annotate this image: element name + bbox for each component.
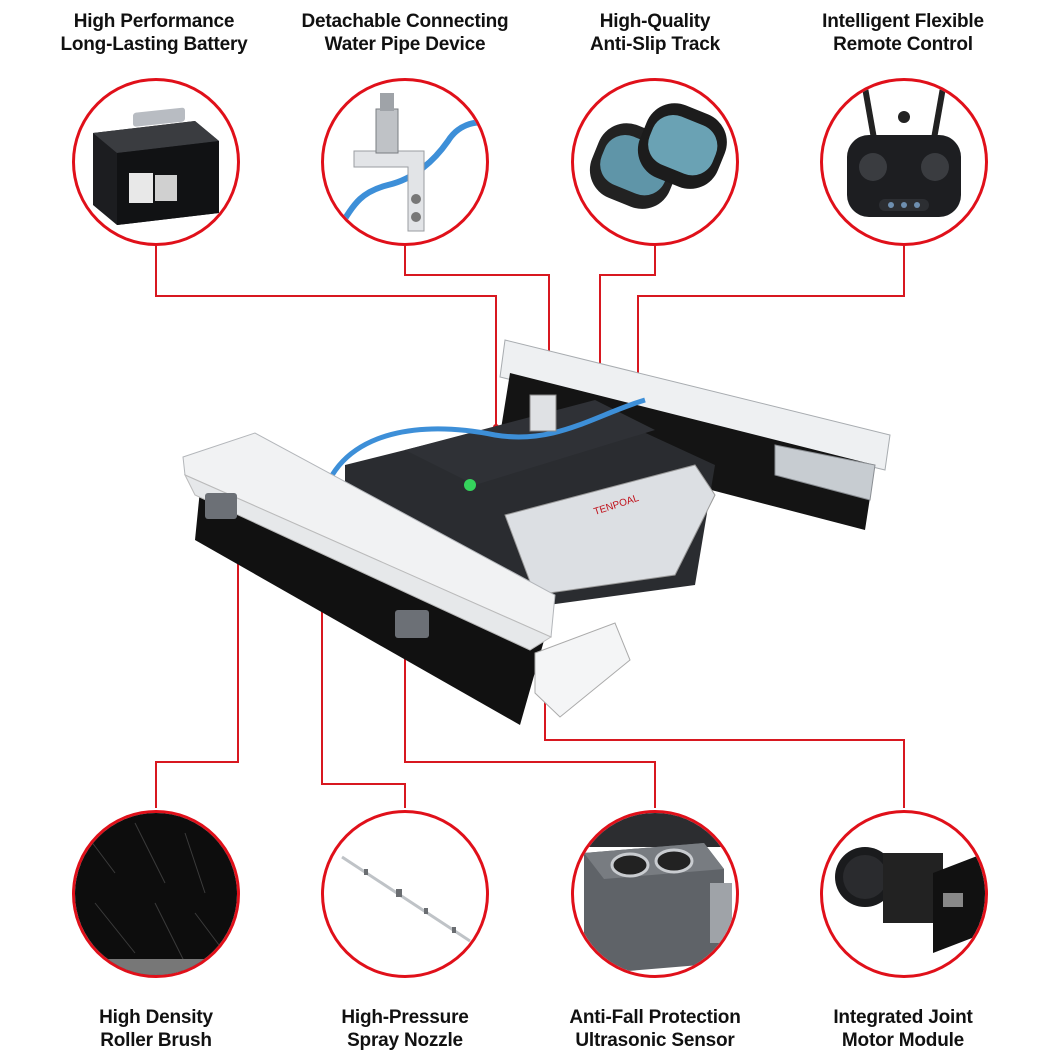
remote-control-icon (847, 88, 961, 217)
circle-roller-brush (72, 810, 240, 978)
circle-motor-module (820, 810, 988, 978)
circle-track (571, 78, 739, 246)
track-icon (589, 103, 727, 209)
motor-module-icon (835, 847, 985, 953)
circle-remote-control (820, 78, 988, 246)
label-water-pipe: Detachable Connecting Water Pipe Device (301, 11, 509, 55)
circle-spray-nozzle (321, 810, 489, 978)
label-spray-nozzle: High-Pressure Spray Nozzle (341, 1007, 469, 1051)
spray-nozzle-icon (341, 855, 471, 943)
ultrasonic-sensor-icon (574, 813, 736, 973)
circle-water-pipe (321, 78, 489, 246)
label-motor-module: Integrated Joint Motor Module (833, 1007, 973, 1051)
water-pipe-icon (335, 93, 486, 233)
circle-ultrasonic-sensor (571, 810, 739, 978)
label-remote-control: Intelligent Flexible Remote Control (822, 11, 984, 55)
battery-icon (93, 107, 219, 225)
roller-brush-icon (75, 813, 237, 975)
circle-battery (72, 78, 240, 246)
label-roller-brush: High Density Roller Brush (99, 1007, 213, 1051)
label-ultrasonic-sensor: Anti-Fall Protection Ultrasonic Sensor (569, 1007, 741, 1051)
label-battery: High Performance Long-Lasting Battery (60, 11, 248, 55)
robot-illustration: TENPOAL (182, 339, 891, 725)
label-track: High-Quality Anti-Slip Track (589, 11, 721, 55)
